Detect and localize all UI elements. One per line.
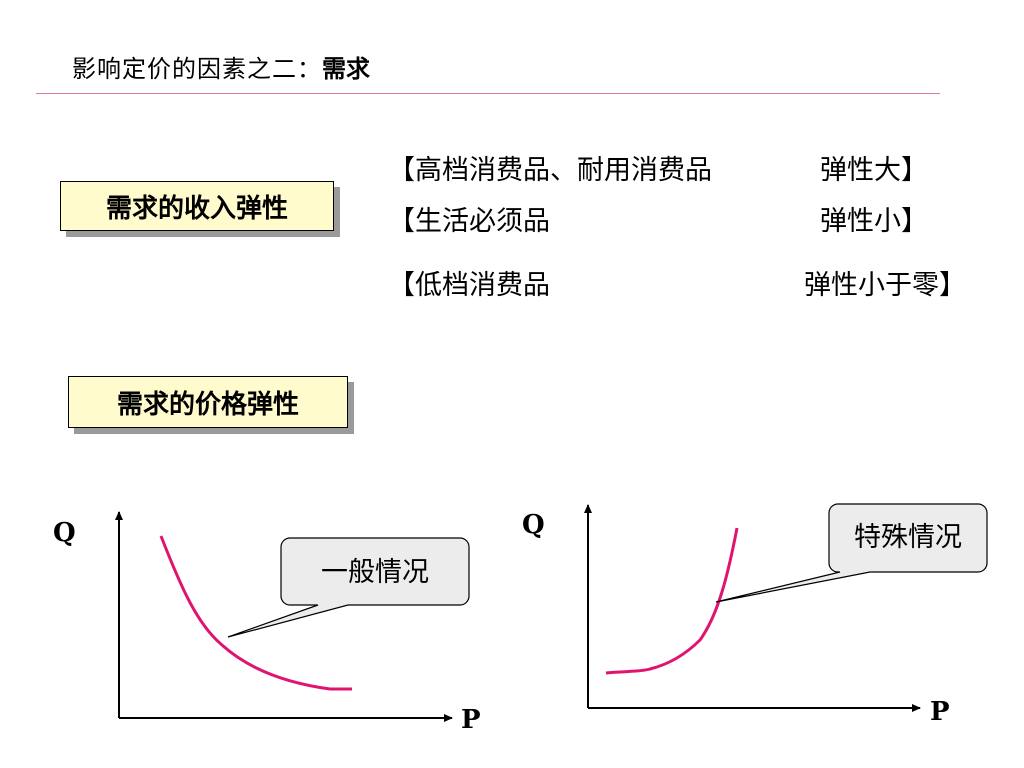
goods-name: 高档消费品、耐用消费品 (415, 155, 712, 186)
graph-general: Q P 一般情况 (53, 511, 481, 735)
price-elasticity-label: 需求的价格弹性 (68, 376, 354, 434)
elasticity-value: 弹性小于零】 (804, 270, 966, 301)
graph-2-callout (715, 503, 988, 603)
goods-name: 低档消费品 (415, 270, 550, 301)
graph-2-curve (605, 527, 739, 675)
slide-title-emphasis: 需求 (322, 54, 370, 83)
slide-title: 影响定价的因素之二：需求 (72, 52, 370, 86)
income-item-3: 【低档消费品 弹性小于零】 (388, 268, 1018, 304)
graph-1-callout-text: 一般情况 (321, 557, 429, 588)
slide-title-prefix: 影响定价的因素之二： (72, 55, 322, 83)
graph-2-callout-text: 特殊情况 (854, 522, 962, 553)
graph-1-y-label: Q (53, 518, 76, 548)
elasticity-value: 弹性小】 (820, 206, 928, 237)
income-elasticity-label-text: 需求的收入弹性 (60, 181, 334, 231)
graph-1-x-label: P (461, 705, 481, 735)
graph-1-curve (159, 535, 352, 691)
income-item-2: 【生活必须品 弹性小】 (388, 204, 988, 240)
price-elasticity-label-text: 需求的价格弹性 (68, 376, 348, 428)
bracket-open: 【 (388, 206, 415, 237)
income-elasticity-label: 需求的收入弹性 (60, 181, 340, 237)
goods-name: 生活必须品 (415, 206, 550, 237)
bracket-open: 【 (388, 155, 415, 186)
graph-2-x-label: P (930, 697, 950, 727)
title-divider (36, 93, 940, 94)
graph-1-callout (227, 537, 470, 638)
income-item-1: 【高档消费品、耐用消费品 弹性大】 (388, 153, 988, 189)
bracket-open: 【 (388, 270, 415, 301)
graph-2-y-label: Q (522, 510, 545, 540)
graph-special: Q P 特殊情况 (522, 503, 988, 727)
elasticity-value: 弹性大】 (820, 155, 928, 186)
